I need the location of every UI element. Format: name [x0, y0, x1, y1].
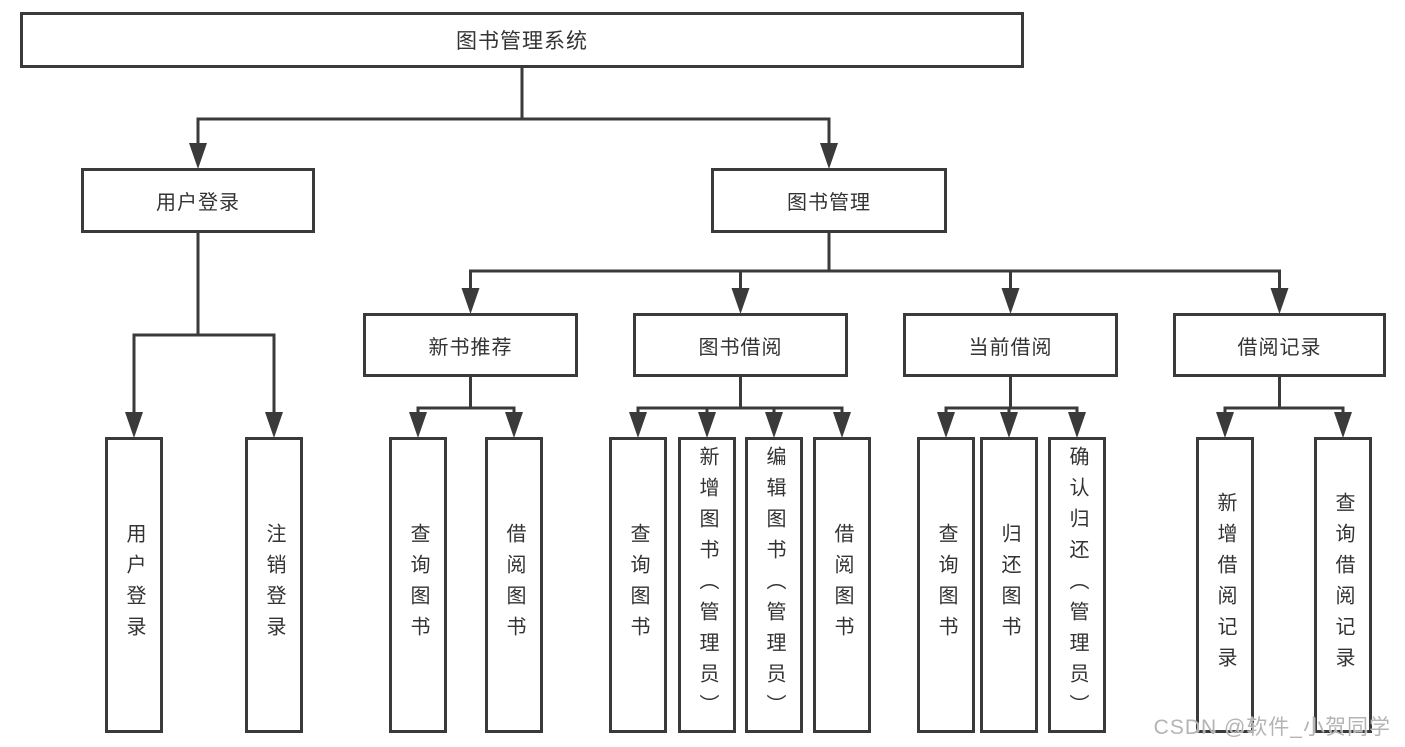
- node-leaf-bb-add: 新增图书（管理员）: [678, 437, 736, 733]
- node-label: 查询图书: [407, 523, 429, 647]
- node-leaf-br-query: 查询借阅记录: [1314, 437, 1372, 733]
- node-borrow-records: 借阅记录: [1173, 313, 1386, 377]
- node-label: 新书推荐: [428, 336, 513, 359]
- node-label: 确认归还（管理员）: [1066, 445, 1088, 725]
- node-label: 图书借阅: [698, 336, 783, 359]
- node-leaf-cb-confirm: 确认归还（管理员）: [1048, 437, 1106, 733]
- node-label: 注销登录: [263, 523, 285, 647]
- node-book-borrow: 图书借阅: [633, 313, 848, 377]
- node-label: 图书管理: [787, 192, 871, 214]
- node-user-login: 用户登录: [81, 168, 315, 233]
- node-leaf-cb-query: 查询图书: [917, 437, 975, 733]
- node-leaf-bb-query: 查询图书: [609, 437, 667, 733]
- node-leaf-user-login: 用户登录: [105, 437, 163, 733]
- node-label: 借阅图书: [503, 523, 525, 647]
- node-leaf-nbr-borrow: 借阅图书: [485, 437, 543, 733]
- node-leaf-nbr-query: 查询图书: [389, 437, 447, 733]
- node-label: 当前借阅: [968, 336, 1053, 359]
- node-label: 查询图书: [627, 523, 649, 647]
- node-label: 新增图书（管理员）: [696, 445, 718, 725]
- node-label: 新增借阅记录: [1214, 492, 1236, 678]
- node-leaf-bb-borrow: 借阅图书: [813, 437, 871, 733]
- node-current-borrow: 当前借阅: [903, 313, 1118, 377]
- node-root: 图书管理系统: [20, 12, 1024, 68]
- node-leaf-br-add: 新增借阅记录: [1196, 437, 1254, 733]
- node-label: 用户登录: [156, 192, 240, 214]
- node-book-mgmt: 图书管理: [711, 168, 947, 233]
- node-leaf-bb-edit: 编辑图书（管理员）: [745, 437, 803, 733]
- node-label: 用户登录: [123, 523, 145, 647]
- node-label: 查询借阅记录: [1332, 492, 1354, 678]
- watermark: CSDN @软件_小贺同学: [1153, 716, 1391, 739]
- node-label: 编辑图书（管理员）: [763, 445, 785, 725]
- node-new-book-rec: 新书推荐: [363, 313, 578, 377]
- node-label: 归还图书: [998, 523, 1020, 647]
- node-label: 图书管理系统: [456, 30, 588, 53]
- node-label: 查询图书: [935, 523, 957, 647]
- node-label: 借阅图书: [831, 523, 853, 647]
- node-leaf-logout: 注销登录: [245, 437, 303, 733]
- node-label: 借阅记录: [1237, 336, 1322, 359]
- node-leaf-cb-return: 归还图书: [980, 437, 1038, 733]
